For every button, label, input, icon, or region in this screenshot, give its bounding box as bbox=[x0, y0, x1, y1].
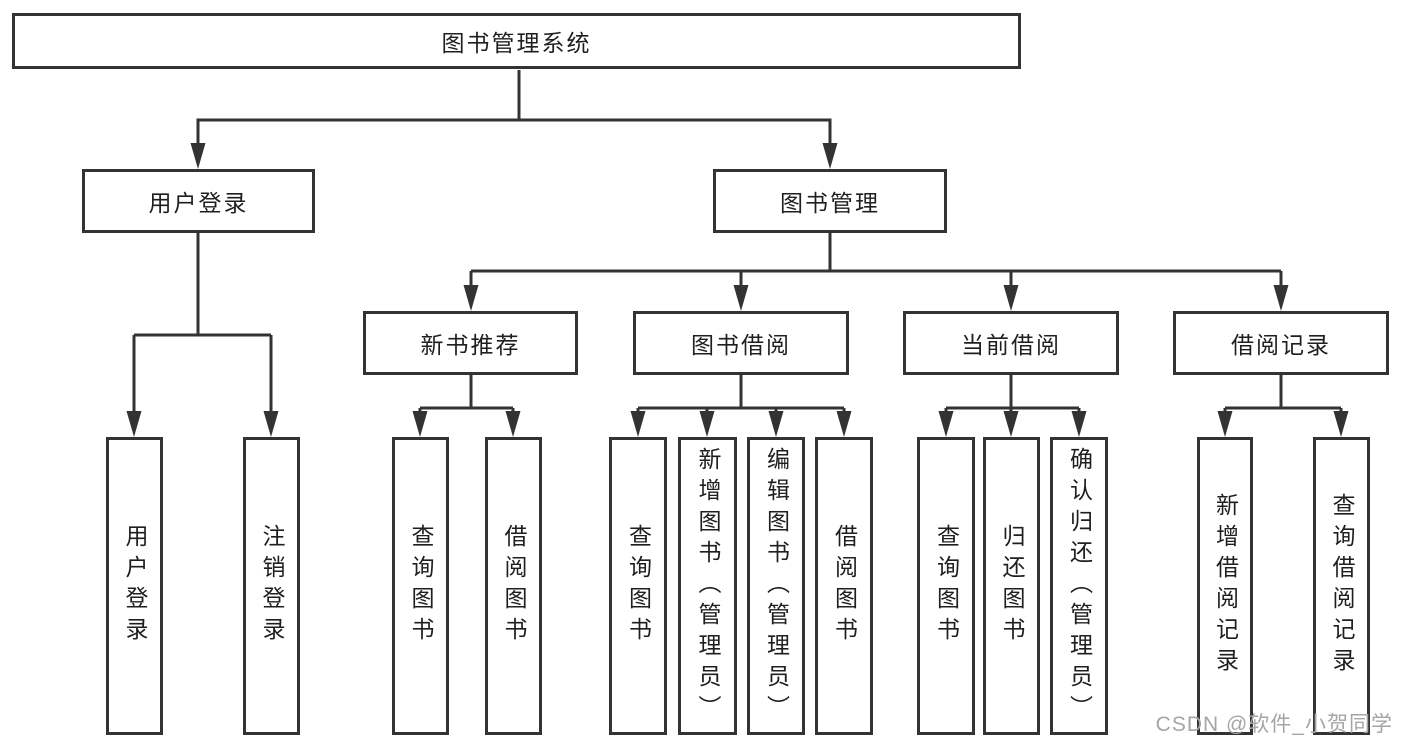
node-edit-books-admin: 编辑图书（管理员） bbox=[747, 437, 805, 735]
node-borrowing-records: 借阅记录 bbox=[1173, 311, 1389, 375]
node-label: 查询图书 bbox=[408, 524, 434, 648]
node-query-borrow-record: 查询借阅记录 bbox=[1313, 437, 1370, 735]
node-label: 图书管理 bbox=[780, 190, 880, 216]
node-label: 查询借阅记录 bbox=[1329, 493, 1355, 679]
node-borrow-books-recommend: 借阅图书 bbox=[485, 437, 542, 735]
node-user-login-action: 用户登录 bbox=[106, 437, 163, 735]
node-book-borrowing: 图书借阅 bbox=[633, 311, 849, 375]
node-add-books-admin: 新增图书（管理员） bbox=[678, 437, 737, 735]
node-query-books-recommend: 查询图书 bbox=[392, 437, 449, 735]
node-label: 新增图书（管理员） bbox=[695, 446, 721, 726]
node-label: 确认归还（管理员） bbox=[1066, 446, 1093, 726]
node-add-borrow-record: 新增借阅记录 bbox=[1197, 437, 1253, 735]
node-borrow-books-borrowing: 借阅图书 bbox=[815, 437, 873, 735]
node-book-management-module: 图书管理 bbox=[713, 169, 947, 233]
node-label: 编辑图书（管理员） bbox=[763, 446, 790, 726]
node-label: 当前借阅 bbox=[961, 332, 1061, 358]
node-confirm-return-admin: 确认归还（管理员） bbox=[1050, 437, 1108, 735]
node-label: 借阅图书 bbox=[501, 524, 527, 648]
node-query-books-current: 查询图书 bbox=[917, 437, 975, 735]
node-user-login-module: 用户登录 bbox=[82, 169, 315, 233]
arrowheads bbox=[126, 143, 1349, 437]
node-label: 新书推荐 bbox=[420, 332, 521, 358]
node-label: 查询图书 bbox=[933, 524, 960, 648]
node-label: 用户登录 bbox=[148, 190, 249, 216]
node-query-books-borrowing: 查询图书 bbox=[609, 437, 667, 735]
node-label: 查询图书 bbox=[625, 524, 652, 648]
node-new-book-recommendation: 新书推荐 bbox=[363, 311, 578, 375]
node-logout-action: 注销登录 bbox=[243, 437, 300, 735]
node-current-borrowing: 当前借阅 bbox=[903, 311, 1119, 375]
node-label: 借阅图书 bbox=[831, 524, 858, 648]
node-label: 图书管理系统 bbox=[441, 30, 592, 56]
node-label: 注销登录 bbox=[259, 524, 285, 648]
node-label: 新增借阅记录 bbox=[1212, 493, 1239, 679]
node-label: 图书借阅 bbox=[691, 332, 791, 358]
node-label: 用户登录 bbox=[122, 524, 148, 648]
node-root-system: 图书管理系统 bbox=[12, 13, 1021, 69]
node-label: 归还图书 bbox=[999, 524, 1025, 648]
node-return-books: 归还图书 bbox=[983, 437, 1040, 735]
node-label: 借阅记录 bbox=[1231, 332, 1331, 358]
watermark-text: CSDN @软件_小贺同学 bbox=[1155, 713, 1393, 736]
